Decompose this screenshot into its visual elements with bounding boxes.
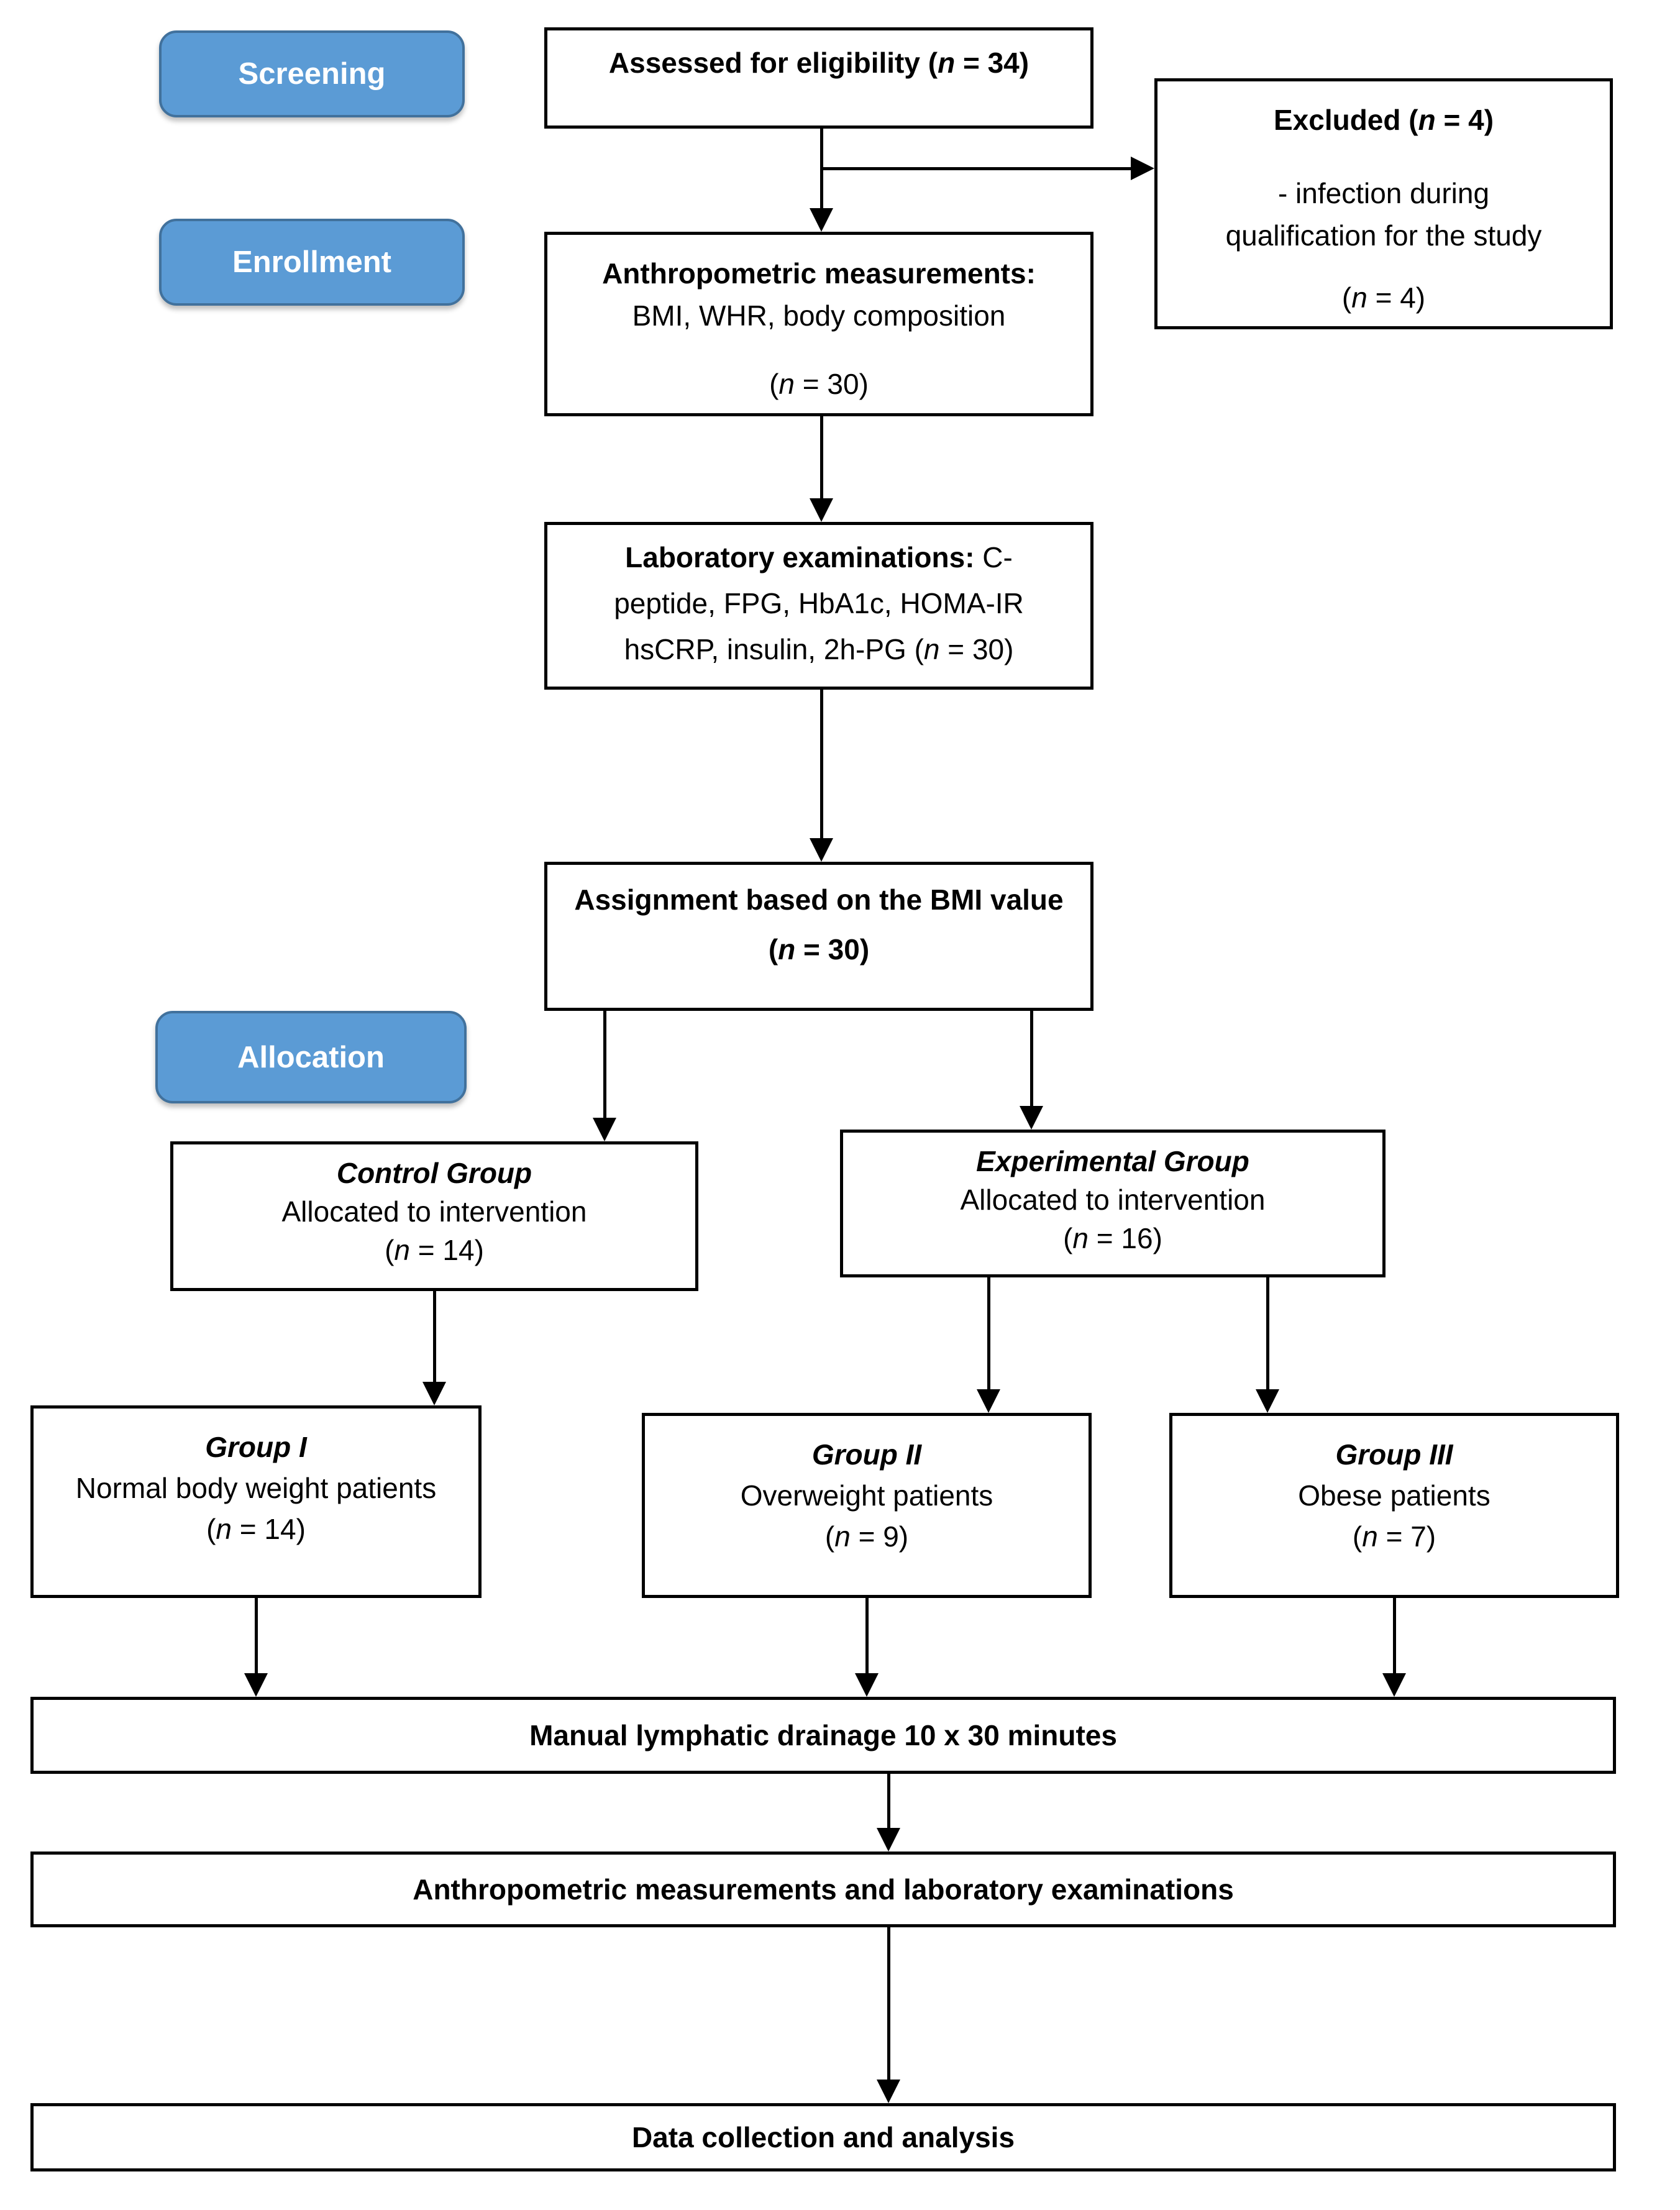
laboratory-line1-rest: C-	[974, 541, 1013, 573]
connector-assignment-control	[603, 1011, 606, 1119]
arrowhead-into-group2	[977, 1389, 1000, 1413]
laboratory-line3: hsCRP, insulin, 2h-PG (n = 30)	[624, 633, 1014, 665]
group1-count: (n = 14)	[206, 1513, 306, 1545]
laboratory-line2: peptide, FPG, HbA1c, HOMA-IR	[614, 587, 1024, 619]
excluded-reason-line2: qualification for the study	[1225, 219, 1542, 252]
excluded-title: Excluded (n = 4)	[1273, 104, 1494, 136]
arrowhead-into-data-analysis	[877, 2080, 900, 2103]
connector-experimental-group3	[1266, 1277, 1269, 1390]
connector-branch-excluded	[820, 167, 1131, 170]
intervention-text: Manual lymphatic drainage 10 x 30 minute…	[529, 1719, 1117, 1751]
post-measurements-text: Anthropometric measurements and laborato…	[413, 1873, 1234, 1906]
stage-label-screening: Screening	[159, 30, 465, 117]
box-group2: Group II Overweight patients (n = 9)	[642, 1413, 1092, 1598]
assignment-title: Assignment based on the BMI value	[574, 884, 1064, 916]
box-anthropometric: Anthropometric measurements: BMI, WHR, b…	[544, 232, 1093, 416]
anthropometric-count: (n = 30)	[769, 368, 869, 400]
control-count: (n = 14)	[385, 1234, 484, 1266]
arrowhead-into-control	[593, 1118, 616, 1141]
excluded-count: (n = 4)	[1341, 281, 1426, 314]
control-subtitle: Allocated to intervention	[281, 1195, 587, 1228]
group1-subtitle: Normal body weight patients	[75, 1472, 437, 1504]
box-intervention: Manual lymphatic drainage 10 x 30 minute…	[30, 1697, 1616, 1774]
control-title: Control Group	[336, 1157, 532, 1189]
box-group1: Group I Normal body weight patients (n =…	[30, 1405, 482, 1598]
connector-assignment-experimental	[1030, 1011, 1033, 1107]
assessed-text: Assessed for eligibility (n = 34)	[608, 47, 1029, 79]
experimental-title: Experimental Group	[976, 1145, 1249, 1177]
arrowhead-into-anthropometric	[810, 208, 833, 232]
stage-label-enrollment-text: Enrollment	[232, 245, 391, 279]
box-excluded: Excluded (n = 4) - infection during qual…	[1154, 78, 1613, 329]
connector-intervention-post	[887, 1774, 890, 1829]
laboratory-title: Laboratory examinations:	[625, 541, 975, 573]
anthropometric-subtitle: BMI, WHR, body composition	[632, 299, 1006, 332]
arrowhead-into-experimental	[1020, 1106, 1043, 1130]
connector-group1-intervention	[255, 1598, 258, 1674]
arrowhead-into-post-measurements	[877, 1828, 900, 1852]
anthropometric-title: Anthropometric measurements:	[602, 257, 1036, 290]
stage-label-screening-text: Screening	[238, 57, 386, 91]
connector-post-analysis	[887, 1927, 890, 2081]
excluded-reason-line1: - infection during	[1277, 177, 1490, 209]
arrowhead-group2-intervention	[855, 1673, 879, 1697]
connector-group2-intervention	[865, 1598, 869, 1674]
box-assessed-eligibility: Assessed for eligibility (n = 34)	[544, 27, 1093, 129]
stage-label-enrollment: Enrollment	[159, 219, 465, 306]
arrowhead-group3-intervention	[1382, 1673, 1406, 1697]
data-analysis-text: Data collection and analysis	[631, 2121, 1015, 2153]
arrowhead-into-excluded	[1131, 157, 1154, 180]
group2-subtitle: Overweight patients	[740, 1479, 993, 1512]
group3-subtitle: Obese patients	[1298, 1479, 1491, 1512]
arrowhead-into-assignment	[810, 838, 833, 862]
connector-anthro-lab	[820, 416, 823, 500]
group2-title: Group II	[811, 1438, 922, 1471]
group2-count: (n = 9)	[824, 1520, 909, 1553]
group3-count: (n = 7)	[1352, 1520, 1436, 1553]
experimental-count: (n = 16)	[1063, 1222, 1162, 1254]
assignment-count: (n = 30)	[768, 933, 870, 966]
box-assignment: Assignment based on the BMI value (n = 3…	[544, 862, 1093, 1011]
box-post-measurements: Anthropometric measurements and laborato…	[30, 1852, 1616, 1927]
connector-group3-intervention	[1393, 1598, 1396, 1674]
group1-title: Group I	[205, 1431, 307, 1463]
box-group3: Group III Obese patients (n = 7)	[1169, 1413, 1619, 1598]
laboratory-line1: Laboratory examinations: C-	[625, 541, 1013, 573]
group3-title: Group III	[1335, 1438, 1453, 1471]
arrowhead-into-group3	[1256, 1389, 1279, 1413]
connector-lab-assignment	[820, 690, 823, 839]
box-control-group: Control Group Allocated to intervention …	[170, 1141, 698, 1291]
box-experimental-group: Experimental Group Allocated to interven…	[840, 1130, 1386, 1277]
stage-label-allocation: Allocation	[155, 1011, 467, 1103]
stage-label-allocation-text: Allocation	[237, 1040, 385, 1074]
box-data-analysis: Data collection and analysis	[30, 2103, 1616, 2171]
experimental-subtitle: Allocated to intervention	[960, 1184, 1266, 1216]
arrowhead-into-group1	[422, 1382, 446, 1405]
arrowhead-group1-intervention	[244, 1673, 268, 1697]
connector-experimental-group2	[987, 1277, 990, 1390]
connector-control-group1	[433, 1291, 436, 1383]
arrowhead-into-laboratory	[810, 498, 833, 522]
box-laboratory: Laboratory examinations: C- peptide, FPG…	[544, 522, 1093, 690]
